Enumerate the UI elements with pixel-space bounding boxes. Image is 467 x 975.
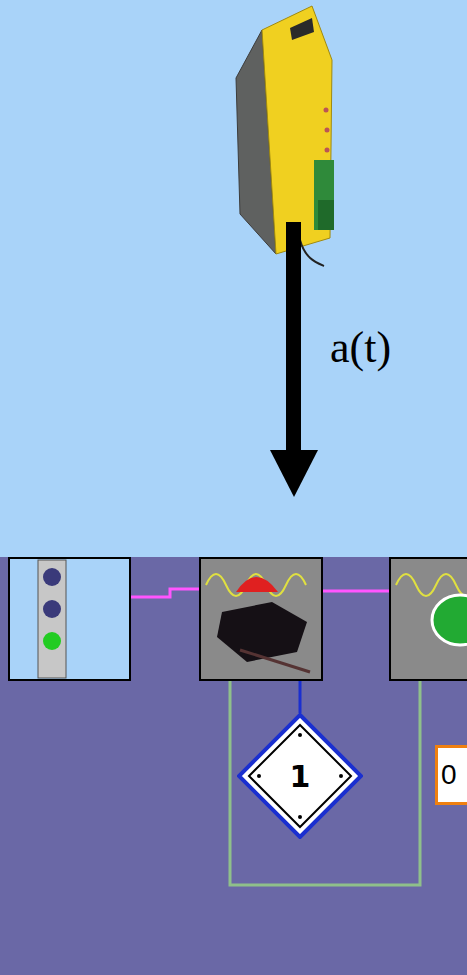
constant-box: 0 — [435, 745, 467, 805]
sensor-device — [236, 6, 334, 266]
signal-label: a(t) — [330, 322, 391, 373]
loop-count-diamond: 1 — [237, 713, 363, 839]
node-text: 1 — [290, 759, 311, 794]
acceleration-arrow — [270, 222, 318, 497]
program-panel — [0, 557, 467, 975]
node-text: 0 — [435, 759, 457, 791]
